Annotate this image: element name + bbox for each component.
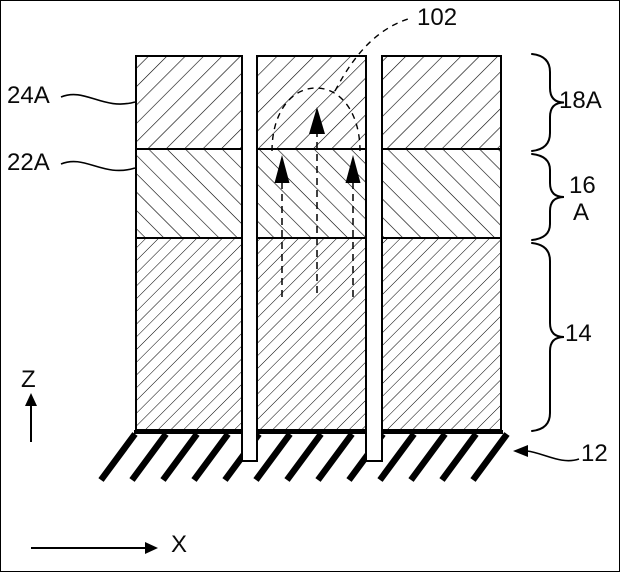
label-22A: 22A — [7, 149, 50, 176]
leader-24A — [60, 93, 136, 105]
label-102: 102 — [417, 4, 458, 31]
z-axis-arrow — [25, 393, 37, 442]
dashed-arrow-center — [309, 107, 325, 293]
layer-18A-right-block — [381, 55, 502, 150]
layer-16A-left-block — [135, 148, 243, 239]
brace-16A — [531, 153, 565, 241]
leader-22A — [60, 160, 136, 172]
label-axis-z: Z — [21, 366, 36, 393]
label-14: 14 — [565, 320, 592, 347]
layer-16A-right-block — [381, 148, 502, 239]
label-12: 12 — [581, 440, 608, 467]
brace-14 — [531, 242, 565, 432]
dashed-arrow-right — [345, 155, 361, 297]
label-24A: 24A — [7, 82, 50, 109]
leader-102 — [334, 17, 412, 92]
layer-14-right-block — [381, 237, 502, 431]
trench-1 — [241, 430, 258, 462]
brace-18A — [531, 53, 565, 152]
layer-18A-left-block — [135, 55, 243, 150]
label-16A-line1: 16 — [569, 172, 596, 199]
layer-16A-center-block — [256, 148, 367, 239]
column-right — [381, 55, 502, 431]
layer-14-left-block — [135, 237, 243, 431]
leader-12 — [513, 445, 580, 462]
label-axis-x: X — [171, 531, 188, 558]
trench-2 — [365, 430, 383, 462]
label-16A-line2: A — [573, 199, 590, 226]
x-axis-arrow — [31, 542, 158, 554]
label-18A: 18A — [559, 87, 602, 114]
substrate-hatching — [98, 432, 510, 482]
column-center — [256, 55, 367, 431]
dashed-arrow-left — [274, 155, 290, 297]
layer-14-center-block — [256, 237, 367, 431]
column-left — [135, 55, 243, 431]
